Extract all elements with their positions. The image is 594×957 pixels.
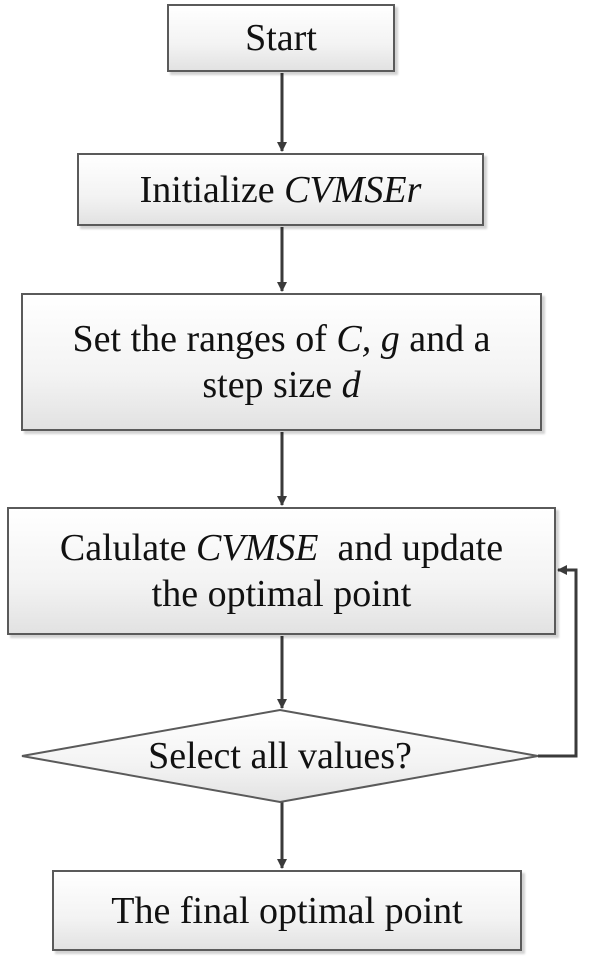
calculate-suffix: and update <box>318 527 504 569</box>
calculate-line-1: Calulate CVMSE and update <box>60 525 503 571</box>
final-node: The final optimal point <box>52 870 522 951</box>
set-ranges-line-1: Set the ranges of C, g and a <box>73 316 491 362</box>
start-label: Start <box>245 17 317 59</box>
decision-label: Select all values? <box>148 734 412 777</box>
step-size-variable: d <box>341 364 361 406</box>
calculate-node: Calulate CVMSE and update the optimal po… <box>7 507 556 635</box>
initialize-node: Initialize CVMSEr <box>77 153 484 226</box>
set-ranges-line-2: step size d <box>202 362 360 408</box>
initialize-label: Initialize CVMSEr <box>140 167 422 213</box>
calculate-line-2: the optimal point <box>151 573 412 615</box>
step-size-prefix: step size <box>202 364 342 406</box>
arrow-loop-back <box>538 565 578 758</box>
calculate-prefix: Calulate <box>59 527 197 569</box>
decision-node: Select all values? <box>22 710 538 801</box>
initialize-variable: CVMSEr <box>284 168 422 211</box>
final-label: The final optimal point <box>111 889 463 932</box>
set-ranges-variables: C, g <box>336 318 400 360</box>
calculate-variable: CVMSE <box>196 527 319 569</box>
set-ranges-node: Set the ranges of C, g and a step size d <box>21 293 542 431</box>
decision-diamond-shape <box>21 708 539 804</box>
start-node: Start <box>167 4 395 72</box>
set-ranges-suffix: and a <box>399 318 491 360</box>
initialize-prefix: Initialize <box>139 168 285 211</box>
set-ranges-prefix: Set the ranges of <box>72 318 337 360</box>
